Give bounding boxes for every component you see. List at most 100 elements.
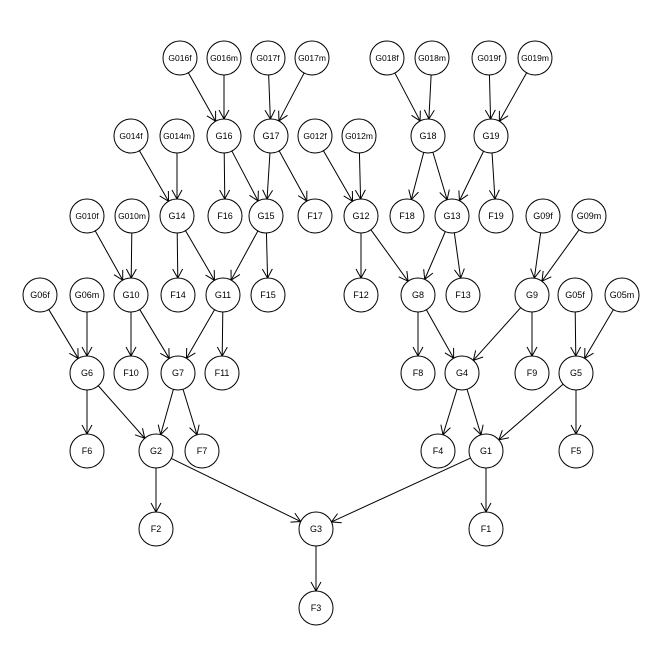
node-circle xyxy=(160,355,196,391)
node-f14: F14 xyxy=(160,277,196,313)
node-g05f: G05f xyxy=(557,277,593,313)
node-label: G9 xyxy=(526,290,538,300)
edge-g5-to-f5 xyxy=(570,390,582,436)
edge-g16-to-f16 xyxy=(219,152,231,201)
edge-line xyxy=(268,74,271,120)
node-f10: F10 xyxy=(113,355,149,391)
edge-g05m-to-g5 xyxy=(584,309,614,360)
edge-g06m-to-g6 xyxy=(81,312,93,358)
edge-line xyxy=(370,229,409,282)
node-circle xyxy=(400,277,436,313)
node-circle xyxy=(400,355,436,391)
node-circle xyxy=(343,277,379,313)
node-circle xyxy=(113,118,149,154)
edge-g7-to-f7 xyxy=(182,389,200,436)
node-label: G014m xyxy=(163,131,191,141)
edge-g13-to-g8 xyxy=(423,231,446,281)
edge-line xyxy=(425,309,455,359)
edge-g5-to-g1 xyxy=(498,383,564,441)
node-f12: F12 xyxy=(343,277,379,313)
edge-line xyxy=(230,230,259,281)
node-circle xyxy=(250,40,286,76)
edge-g2-to-g3 xyxy=(171,457,302,523)
node-label: G010f xyxy=(75,211,99,221)
edge-line xyxy=(498,72,528,122)
node-circle xyxy=(298,511,334,547)
node-f4: F4 xyxy=(420,433,456,469)
node-g8: G8 xyxy=(400,277,436,313)
node-g9: G9 xyxy=(514,277,550,313)
edge-g13-to-f13 xyxy=(453,232,465,280)
edge-line xyxy=(541,229,580,282)
edge-g4-to-g1 xyxy=(466,389,484,436)
edge-g9-to-f9 xyxy=(526,312,538,358)
node-circle xyxy=(138,433,174,469)
edge-g9-to-g4 xyxy=(472,307,522,362)
node-label: F1 xyxy=(481,524,492,534)
node-label: G012f xyxy=(303,131,327,141)
edge-g7-to-g2 xyxy=(157,389,174,436)
edge-g18-to-f18 xyxy=(408,152,425,201)
node-label: G11 xyxy=(215,290,231,300)
node-label: G05m xyxy=(610,290,635,300)
edge-line xyxy=(498,383,564,441)
edge-line xyxy=(488,74,492,120)
node-label: F6 xyxy=(82,446,93,456)
node-f17: F17 xyxy=(297,198,333,234)
node-circle xyxy=(184,433,220,469)
edge-line xyxy=(278,72,305,122)
node-g010f: G010f xyxy=(69,198,105,234)
edge-line xyxy=(187,72,217,122)
node-circle xyxy=(162,40,198,76)
node-circle xyxy=(69,433,105,469)
node-f9: F9 xyxy=(514,355,550,391)
node-g017m: G017m xyxy=(294,40,330,76)
edge-line xyxy=(410,152,425,200)
node-circle xyxy=(343,198,379,234)
node-g1: G1 xyxy=(468,433,504,469)
node-circle xyxy=(558,433,594,469)
node-g12: G12 xyxy=(343,198,379,234)
node-label: G1 xyxy=(480,446,492,456)
edge-line xyxy=(358,152,362,200)
edge-g019f-to-g19 xyxy=(484,74,496,121)
node-g14: G14 xyxy=(159,198,195,234)
edge-line xyxy=(185,230,215,281)
node-circle xyxy=(557,277,593,313)
edge-g10-to-g7 xyxy=(139,309,170,360)
node-label: G017m xyxy=(298,53,326,63)
node-circle xyxy=(473,118,509,154)
node-label: G5 xyxy=(570,368,582,378)
edge-line xyxy=(466,389,482,435)
node-g16: G16 xyxy=(206,118,242,154)
node-label: F5 xyxy=(571,446,582,456)
edge-line xyxy=(176,232,179,279)
edge-g3-to-f3 xyxy=(310,546,322,593)
edge-line xyxy=(171,457,301,522)
node-circle xyxy=(138,511,174,547)
node-circle xyxy=(297,118,333,154)
node-g019m: G019m xyxy=(517,40,553,76)
edge-line xyxy=(432,152,448,200)
node-f11: F11 xyxy=(204,355,240,391)
edge-g16-to-g15 xyxy=(231,150,259,202)
node-circle xyxy=(604,277,640,313)
node-label: F8 xyxy=(413,368,424,378)
node-circle xyxy=(514,277,550,313)
node-circle xyxy=(298,590,334,626)
node-circle xyxy=(341,118,377,154)
node-g7: G7 xyxy=(160,355,196,391)
node-circle xyxy=(206,118,242,154)
node-label: F15 xyxy=(260,290,276,300)
node-circle xyxy=(444,355,480,391)
node-f1: F1 xyxy=(468,511,504,547)
node-label: G19 xyxy=(482,131,499,141)
node-g11: G11 xyxy=(205,277,241,313)
edge-line xyxy=(323,150,353,202)
edge-g05f-to-g5 xyxy=(570,311,582,358)
node-f15: F15 xyxy=(250,277,286,313)
edge-g018m-to-g18 xyxy=(423,74,435,121)
edge-line xyxy=(231,150,259,202)
